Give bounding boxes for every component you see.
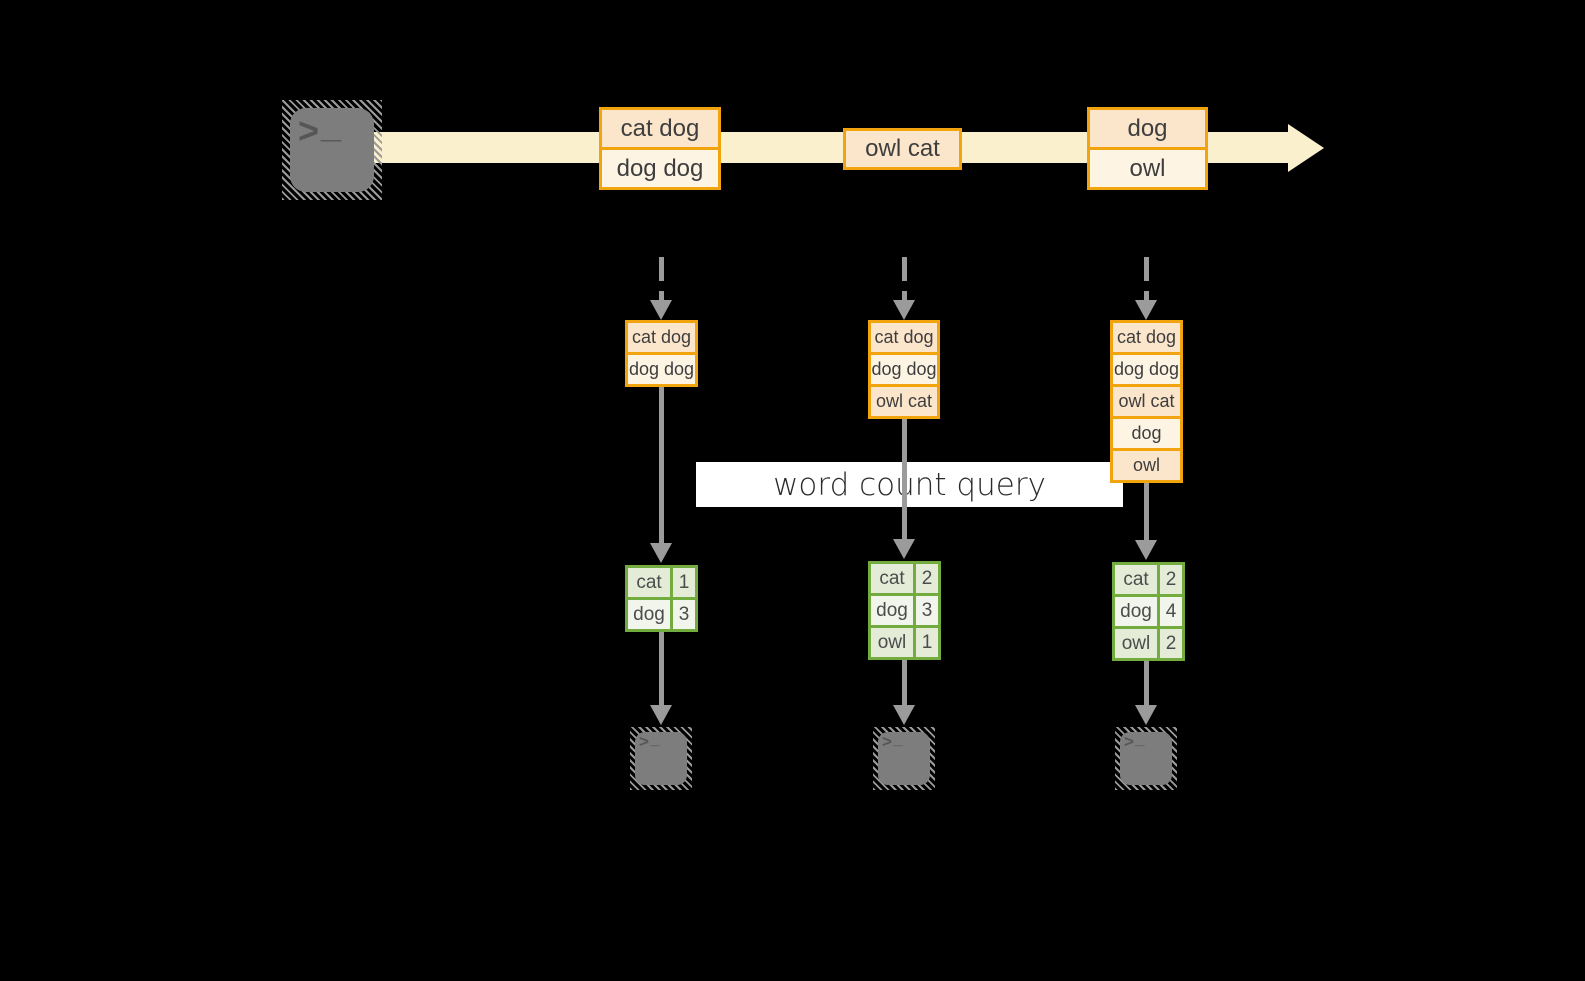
word-cell: dog [1120, 600, 1152, 622]
task-input-row: dog dog [871, 352, 937, 384]
query-arrow-shaft [902, 417, 907, 539]
task3-count-table: cat 2 dog 4 owl 2 [1112, 562, 1185, 661]
sink-terminal-icon: >_ [873, 727, 935, 790]
stream-event-box-1: cat dog dog dog [599, 107, 721, 190]
ingest-arrow-shaft [1144, 257, 1149, 300]
word-cell: cat [879, 567, 905, 589]
prompt-chevron: > [882, 732, 893, 751]
word-cell: owl [877, 631, 907, 653]
sink-terminal-icon: >_ [630, 727, 692, 790]
task3-input-stack: cat dog dog dog owl cat dog owl [1110, 320, 1183, 483]
query-arrow-shaft [659, 385, 664, 543]
terminal-body [878, 732, 930, 785]
task-input-row: cat dog [1113, 323, 1180, 352]
source-terminal-icon: >_ [282, 100, 382, 200]
count-cell: 3 [913, 596, 938, 625]
count-cell: 3 [670, 600, 695, 629]
task-input-row: cat dog [628, 323, 695, 352]
count-cell: 2 [1157, 565, 1182, 594]
task1-count-table: cat 1 dog 3 [625, 565, 698, 632]
ingest-arrow-shaft [659, 257, 664, 300]
table-row: dog 3 [628, 597, 695, 629]
prompt-underscore: _ [892, 729, 904, 748]
task2-input-stack: cat dog dog dog owl cat [868, 320, 940, 419]
prompt-chevron: > [298, 110, 322, 151]
terminal-body [1120, 732, 1172, 785]
count-cell: 4 [1157, 597, 1182, 626]
ingest-arrowhead-icon [1135, 300, 1157, 320]
prompt-underscore: _ [321, 104, 344, 145]
query-arrowhead-icon [650, 543, 672, 563]
task1-input-stack: cat dog dog dog [625, 320, 698, 387]
query-arrowhead-icon [893, 539, 915, 559]
count-cell: 1 [913, 628, 938, 657]
word-cell: dog [876, 599, 908, 621]
stream-event-row: cat dog [602, 110, 718, 147]
stream-event-box-2: owl cat [843, 128, 962, 170]
query-label-box: word count query [696, 462, 1123, 507]
table-row: owl 1 [871, 625, 938, 657]
stream-event-row: dog dog [602, 147, 718, 187]
stream-event-row: owl cat [846, 131, 959, 167]
terminal-body [290, 108, 374, 192]
terminal-prompt-icon: >_ [1124, 729, 1146, 752]
table-row: cat 1 [628, 568, 695, 597]
ingest-arrowhead-icon [893, 300, 915, 320]
task2-count-table: cat 2 dog 3 owl 1 [868, 561, 941, 660]
task-input-row: cat dog [871, 323, 937, 352]
word-cell: dog [633, 603, 665, 625]
stream-event-box-3: dog owl [1087, 107, 1208, 190]
prompt-underscore: _ [649, 729, 661, 748]
word-cell: owl [1121, 632, 1151, 654]
count-cell: 1 [670, 568, 695, 597]
ingest-arrow-shaft [902, 257, 907, 300]
count-cell: 2 [1157, 629, 1182, 658]
table-row: owl 2 [1115, 626, 1182, 658]
output-arrowhead-icon [650, 705, 672, 725]
table-row: dog 4 [1115, 594, 1182, 626]
word-cell: cat [636, 571, 662, 593]
output-arrowhead-icon [1135, 705, 1157, 725]
query-arrow-shaft [1144, 481, 1149, 540]
prompt-underscore: _ [1134, 729, 1146, 748]
output-arrow-shaft [1144, 661, 1149, 705]
sink-terminal-icon: >_ [1115, 727, 1177, 790]
table-row: cat 2 [871, 564, 938, 593]
terminal-prompt-icon: >_ [298, 104, 343, 152]
stream-arrowhead-icon [1288, 124, 1324, 172]
table-row: cat 2 [1115, 565, 1182, 594]
output-arrow-shaft [659, 632, 664, 705]
count-cell: 2 [913, 564, 938, 593]
task-input-row: owl cat [871, 384, 937, 416]
ingest-arrowhead-icon [650, 300, 672, 320]
terminal-prompt-icon: >_ [639, 729, 661, 752]
task-input-row: owl cat [1113, 384, 1180, 416]
output-arrowhead-icon [893, 705, 915, 725]
prompt-chevron: > [1124, 732, 1135, 751]
prompt-chevron: > [639, 732, 650, 751]
task-input-row: dog dog [628, 352, 695, 384]
output-arrow-shaft [902, 660, 907, 705]
word-cell: cat [1123, 568, 1149, 590]
task-input-row: dog dog [1113, 352, 1180, 384]
terminal-body [635, 732, 687, 785]
stream-event-row: owl [1090, 147, 1205, 187]
task-input-row: owl [1113, 448, 1180, 480]
table-row: dog 3 [871, 593, 938, 625]
query-arrowhead-icon [1135, 540, 1157, 560]
query-label: word count query [773, 466, 1046, 503]
task-input-row: dog [1113, 416, 1180, 448]
terminal-prompt-icon: >_ [882, 729, 904, 752]
stream-event-row: dog [1090, 110, 1205, 147]
